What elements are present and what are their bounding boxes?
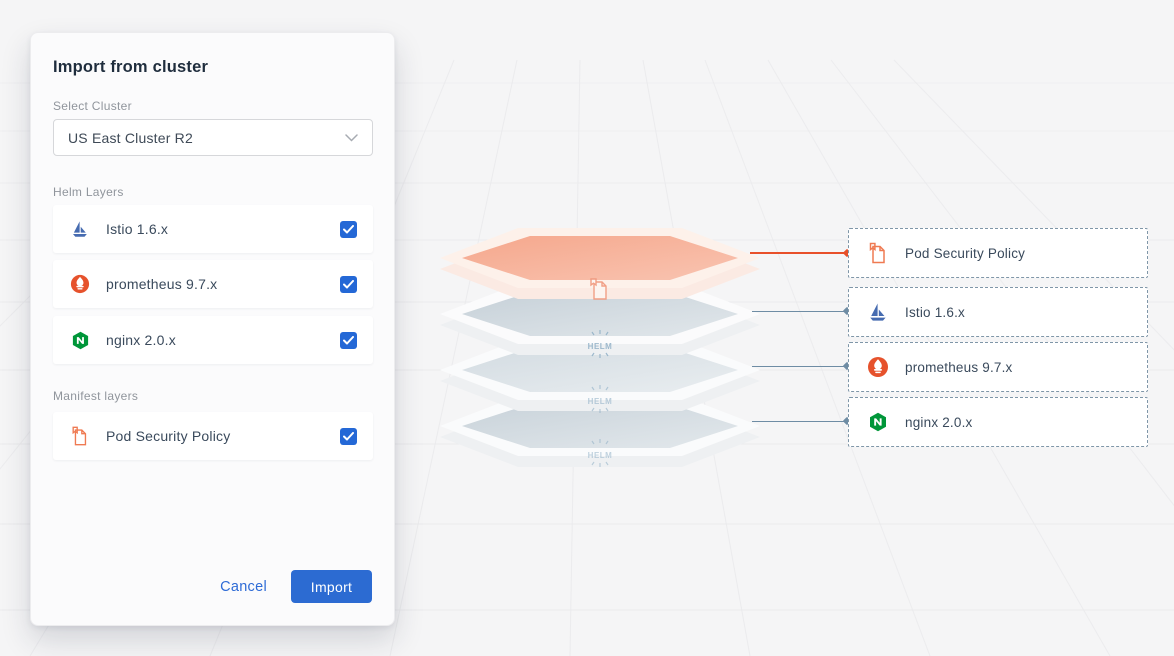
layer-item-label: nginx 2.0.x <box>106 332 176 348</box>
helm-layer-item-istio[interactable]: Istio 1.6.x <box>53 205 373 253</box>
diagram-box-prometheus[interactable]: prometheus 9.7.x <box>848 342 1148 392</box>
chevron-down-icon <box>345 133 358 142</box>
helm-layer-item-nginx[interactable]: nginx 2.0.x <box>53 316 373 364</box>
manifest-layers-label: Manifest layers <box>53 389 139 403</box>
diagram-box-pod-security[interactable]: Pod Security Policy <box>848 228 1148 278</box>
check-icon <box>343 335 354 344</box>
modal-title: Import from cluster <box>53 58 209 76</box>
nginx-checkbox[interactable] <box>340 331 357 349</box>
prometheus-checkbox[interactable] <box>340 275 357 293</box>
cluster-select[interactable]: US East Cluster R2 <box>53 119 373 156</box>
diagram-box-label: Pod Security Policy <box>905 245 1026 261</box>
modal-footer: Cancel Import <box>220 570 372 603</box>
cancel-button[interactable]: Cancel <box>220 578 267 595</box>
import-button[interactable]: Import <box>291 570 372 603</box>
layer-item-label: prometheus 9.7.x <box>106 276 218 292</box>
layer-item-label: Pod Security Policy <box>106 428 231 444</box>
connector-prometheus <box>752 361 852 371</box>
check-icon <box>343 431 354 440</box>
check-icon <box>343 279 354 288</box>
helm-logo-icon: HELM <box>588 439 613 467</box>
helm-layers-label: Helm Layers <box>53 185 124 199</box>
manifest-file-icon <box>590 278 607 300</box>
connector-nginx <box>752 416 852 426</box>
helm-logo-icon: HELM <box>588 385 613 413</box>
manifest-file-icon <box>70 426 90 446</box>
prometheus-icon <box>866 355 890 379</box>
layer-item-label: Istio 1.6.x <box>106 221 169 237</box>
istio-icon <box>70 219 90 239</box>
diagram-box-label: Istio 1.6.x <box>905 304 965 320</box>
manifest-file-icon <box>866 241 890 265</box>
connector-pod-security <box>750 248 852 258</box>
helm-layer-item-prometheus[interactable]: prometheus 9.7.x <box>53 260 373 308</box>
istio-checkbox[interactable] <box>340 220 357 238</box>
diagram-box-label: prometheus 9.7.x <box>905 359 1013 375</box>
hexagon-layer-stack: HELM HELM HELM <box>440 228 760 467</box>
svg-text:HELM: HELM <box>588 397 613 406</box>
diagram-box-label: nginx 2.0.x <box>905 414 973 430</box>
pod-security-checkbox[interactable] <box>340 427 357 445</box>
connector-istio <box>752 306 852 316</box>
helm-logo-icon: HELM <box>588 330 613 358</box>
hex-layer-pod-security[interactable] <box>440 228 760 299</box>
diagram-box-nginx[interactable]: nginx 2.0.x <box>848 397 1148 447</box>
nginx-icon <box>70 330 90 350</box>
cluster-select-value: US East Cluster R2 <box>68 129 193 146</box>
check-icon <box>343 224 354 233</box>
nginx-icon <box>866 410 890 434</box>
select-cluster-label: Select Cluster <box>53 99 132 113</box>
diagram-box-istio[interactable]: Istio 1.6.x <box>848 287 1148 337</box>
prometheus-icon <box>70 274 90 294</box>
manifest-layer-item-pod-security[interactable]: Pod Security Policy <box>53 412 373 460</box>
svg-text:HELM: HELM <box>588 342 613 351</box>
import-from-cluster-modal: Import from cluster Select Cluster US Ea… <box>30 32 395 626</box>
svg-text:HELM: HELM <box>588 451 613 460</box>
istio-icon <box>866 300 890 324</box>
